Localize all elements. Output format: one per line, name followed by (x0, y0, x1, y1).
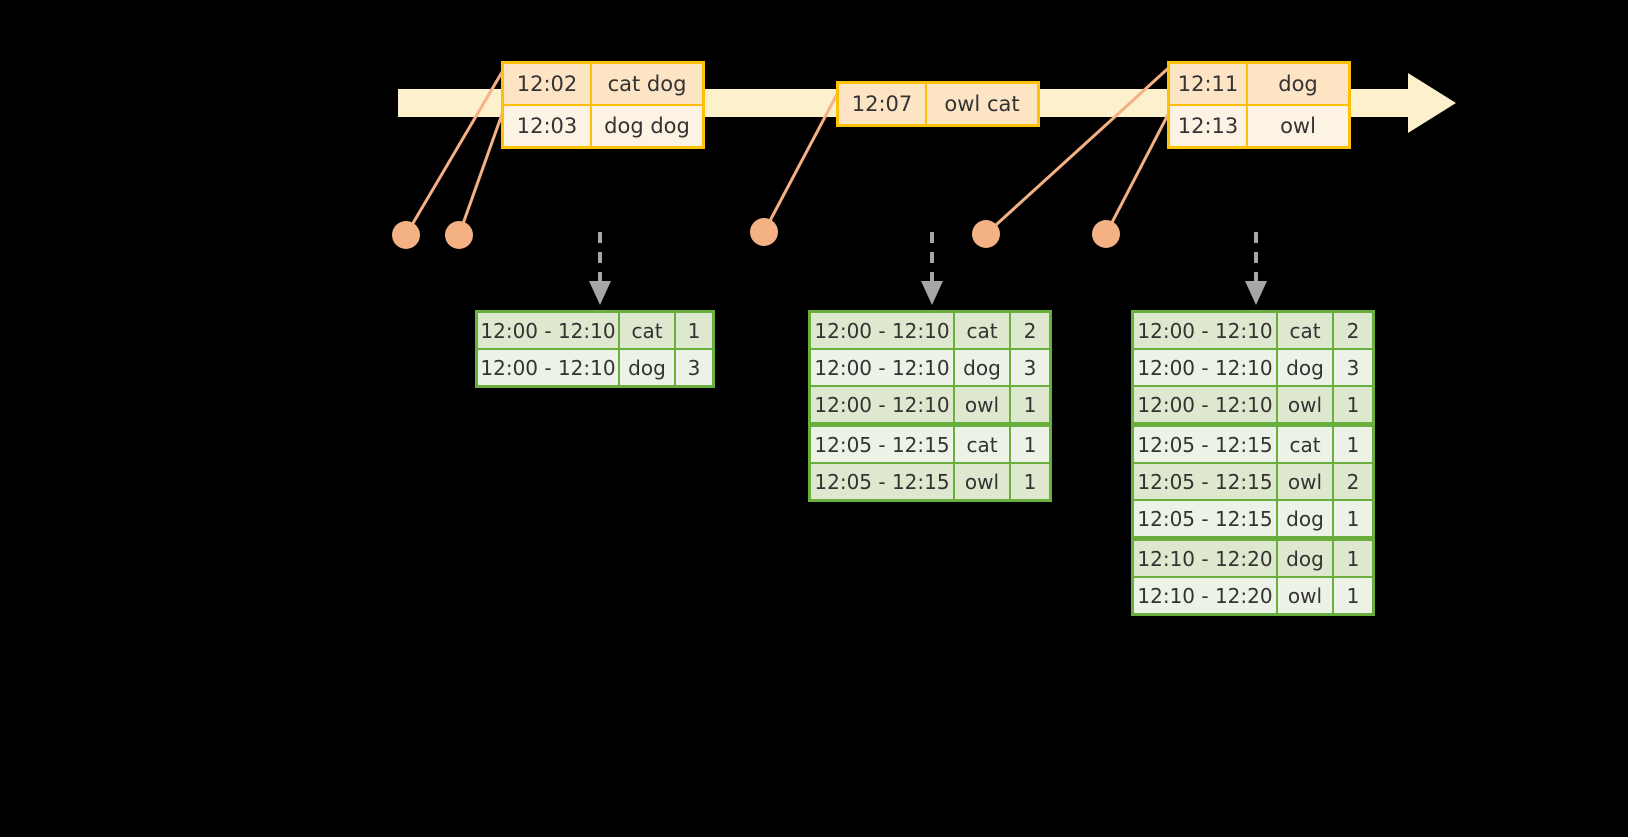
count-cell: 1 (1334, 427, 1372, 462)
key-cell: dog (1278, 541, 1332, 576)
key-cell: owl (955, 464, 1009, 499)
window-cell: 12:05 - 12:15 (811, 464, 953, 499)
window-cell: 12:05 - 12:15 (811, 427, 953, 462)
count-cell: 1 (1011, 387, 1049, 422)
emit-arrows (589, 232, 1267, 305)
watermark-dots (392, 218, 1120, 249)
count-cell: 1 (1011, 427, 1049, 462)
emit-arrow-2-head-icon (921, 281, 943, 305)
key-cell: dog (1278, 501, 1332, 536)
key-cell: dog (955, 350, 1009, 385)
watermark-dot-1 (392, 221, 420, 249)
connector-4 (984, 61, 1176, 236)
count-cell: 3 (676, 350, 712, 385)
key-cell: owl (1278, 464, 1332, 499)
watermark-dot-5 (1092, 220, 1120, 248)
key-cell: cat (1278, 313, 1332, 348)
window-cell: 12:00 - 12:10 (478, 350, 618, 385)
window-cell: 12:00 - 12:10 (1134, 313, 1276, 348)
window-cell: 12:10 - 12:20 (1134, 578, 1276, 613)
watermark-dot-2 (445, 221, 473, 249)
connector-2 (457, 102, 508, 236)
event-time: 12:13 (1170, 106, 1246, 146)
count-cell: 2 (1334, 313, 1372, 348)
event-payload: dog dog (592, 106, 702, 146)
watermark-dot-4 (972, 220, 1000, 248)
connector-1 (404, 61, 510, 236)
window-cell: 12:00 - 12:10 (811, 313, 953, 348)
event-payload: owl cat (927, 84, 1037, 124)
event-time: 12:02 (504, 64, 590, 104)
connector-3 (762, 82, 845, 233)
event-payload: cat dog (592, 64, 702, 104)
key-cell: cat (1278, 427, 1332, 462)
key-cell: dog (620, 350, 674, 385)
window-cell: 12:00 - 12:10 (1134, 350, 1276, 385)
watermark-dot-3 (750, 218, 778, 246)
count-cell: 1 (1011, 464, 1049, 499)
key-cell: cat (955, 313, 1009, 348)
count-cell: 1 (1334, 501, 1372, 536)
window-cell: 12:00 - 12:10 (811, 387, 953, 422)
key-cell: owl (1278, 387, 1332, 422)
count-cell: 1 (1334, 387, 1372, 422)
key-cell: dog (1278, 350, 1332, 385)
event-time: 12:11 (1170, 64, 1246, 104)
count-cell: 2 (1334, 464, 1372, 499)
event-payload: owl (1248, 106, 1348, 146)
event-payload: dog (1248, 64, 1348, 104)
window-cell: 12:00 - 12:10 (811, 350, 953, 385)
key-cell: cat (620, 313, 674, 348)
emit-arrow-3-head-icon (1245, 281, 1267, 305)
key-cell: owl (955, 387, 1009, 422)
key-cell: cat (955, 427, 1009, 462)
connector-5 (1104, 104, 1175, 235)
emit-arrow-1-head-icon (589, 281, 611, 305)
key-cell: owl (1278, 578, 1332, 613)
event-time: 12:03 (504, 106, 590, 146)
count-cell: 1 (676, 313, 712, 348)
connector-lines (404, 61, 1176, 236)
count-cell: 3 (1334, 350, 1372, 385)
window-cell: 12:00 - 12:10 (478, 313, 618, 348)
event-time: 12:07 (839, 84, 925, 124)
window-cell: 12:00 - 12:10 (1134, 387, 1276, 422)
window-cell: 12:10 - 12:20 (1134, 541, 1276, 576)
count-cell: 1 (1334, 578, 1372, 613)
window-cell: 12:05 - 12:15 (1134, 464, 1276, 499)
count-cell: 2 (1011, 313, 1049, 348)
count-cell: 1 (1334, 541, 1372, 576)
timeline-arrowhead-icon (1408, 73, 1456, 133)
count-cell: 3 (1011, 350, 1049, 385)
window-cell: 12:05 - 12:15 (1134, 427, 1276, 462)
window-cell: 12:05 - 12:15 (1134, 501, 1276, 536)
